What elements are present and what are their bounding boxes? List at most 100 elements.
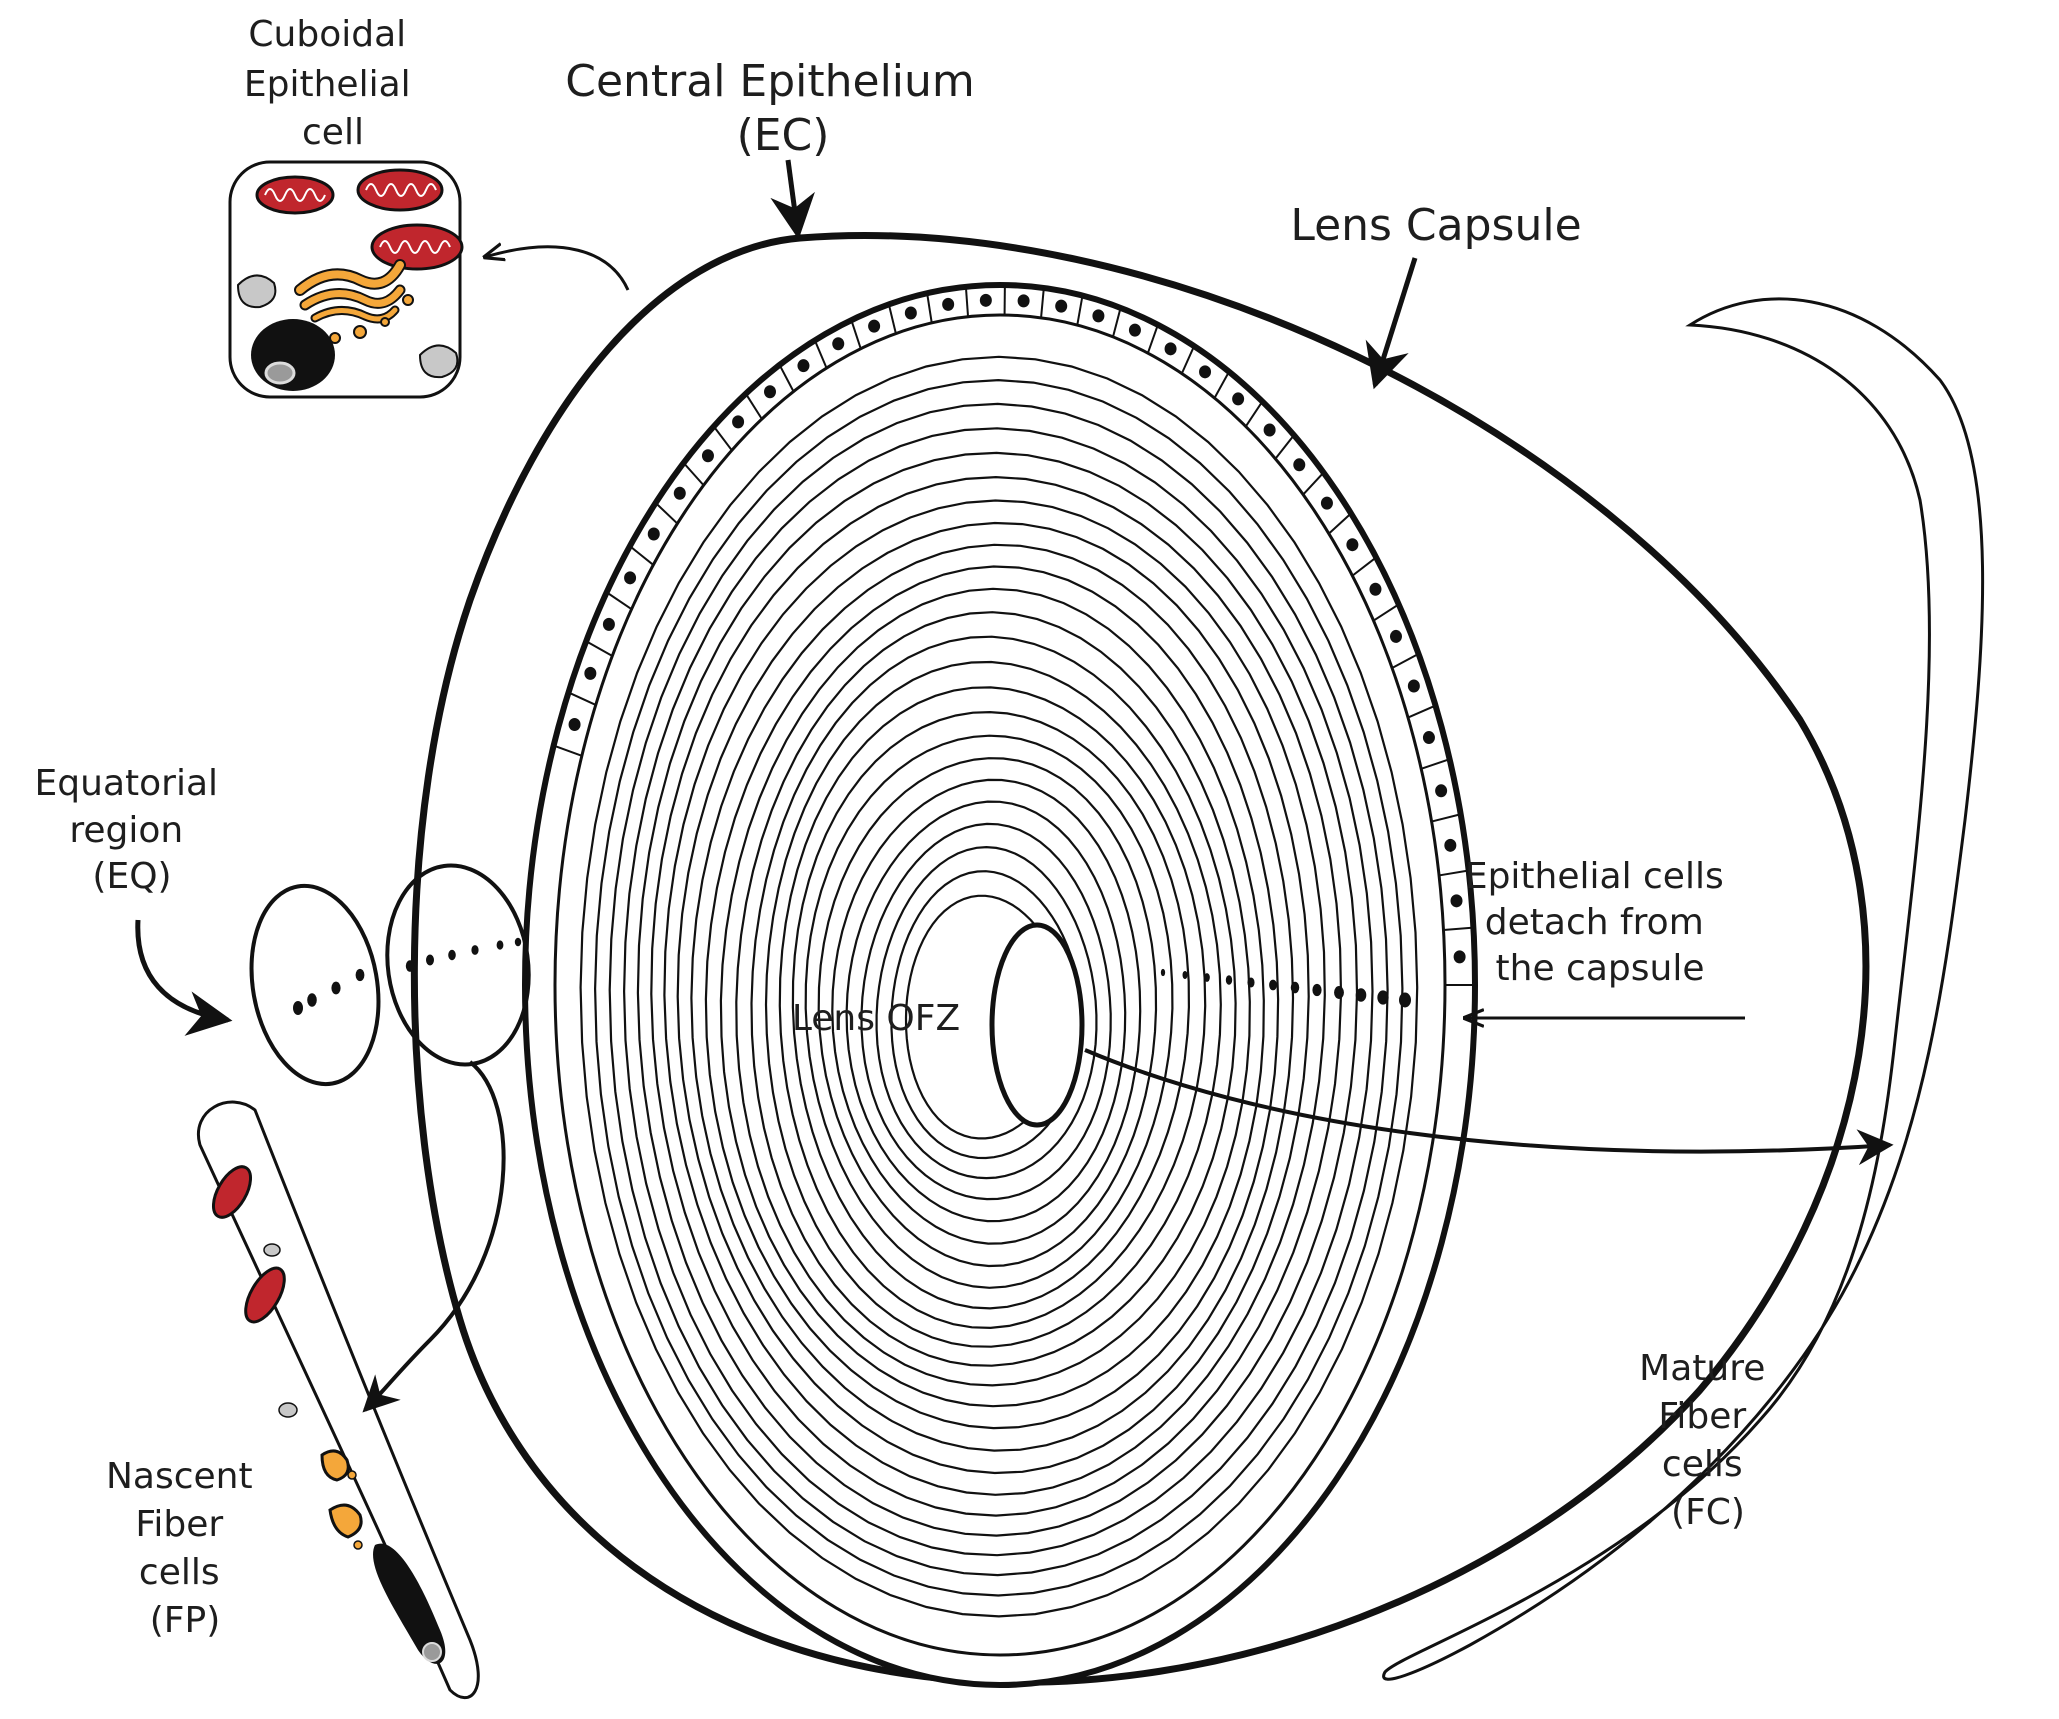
epithelial-cell-divider [585,640,613,657]
mitochondrion-icon [255,175,335,215]
epithelial-nucleus [602,617,615,631]
fiber-contour [890,870,1084,1160]
equatorial-nucleus [514,937,522,947]
epithelial-cell-divider [887,304,897,334]
vesicle-icon [278,1402,298,1418]
epithelial-nucleus [1092,309,1105,323]
mature-fiber-label: Mature Fiber cells (FC) [1639,1348,1777,1533]
epithelial-nucleus [1199,365,1212,379]
fiber-contour [636,451,1359,1537]
epithelial-cell-divider [1180,345,1196,374]
arrow-to-cuboidal-cell [485,247,630,291]
equatorial-nucleus [496,940,504,950]
epithelial-cell-divider [1431,813,1461,823]
detaching-nucleus [1312,983,1322,997]
epithelial-cell-divider [1302,471,1325,496]
epithelial-nucleus [904,306,917,320]
nascent-label-line2: Fiber [135,1504,223,1545]
epithelial-nucleus [1263,423,1276,437]
epithelial-nucleus [1407,679,1420,693]
detach-label-line2: detach from [1485,902,1704,943]
mature-label-line1: Mature [1639,1348,1765,1389]
epithelial-nucleus [584,666,597,680]
epithelial-cell-divider [712,425,733,451]
fiber-contour [608,402,1389,1577]
vesicle-icon [236,274,277,309]
fiber-contour [704,565,1280,1430]
golgi-apparatus-icon [320,1449,363,1550]
epithelial-nucleus [701,449,714,463]
epithelial-cell-divider [568,691,597,706]
epithelial-nucleus [764,385,776,399]
epithelial-cell-divider [1420,758,1450,770]
epithelial-nucleus [1055,299,1068,313]
epithelial-nucleus [1435,784,1448,798]
epithelial-cell-divider [1328,512,1352,535]
lens-ofz-ellipse [989,922,1085,1128]
epithelial-nucleus [568,717,581,731]
equatorial-zoom-ellipse-outer [249,883,381,1087]
fiber-contour [845,800,1127,1223]
lens-capsule-label: Lens Capsule [1290,200,1581,251]
fiber-contour [791,710,1191,1310]
epithelial-cell-divider [1213,371,1230,399]
epithelial-cell-divider [1438,869,1469,877]
epithelial-nucleus [1444,838,1457,852]
fiber-contour [778,686,1207,1330]
equatorial-nucleus [307,993,317,1007]
epithelial-cell-divider [1244,400,1264,428]
epithelial-cell-divider [813,339,828,369]
epithelial-cell-divider [629,545,654,566]
mitochondrion-icon [211,1165,253,1219]
nascent-label-line1: Nascent [106,1456,253,1497]
epithelial-nucleus [1422,731,1435,745]
epithelial-nucleus [942,297,955,311]
fiber-contour [750,635,1237,1367]
epithelial-nucleus [868,319,881,333]
epithelial-cell-divider [1391,652,1419,669]
equatorial-nucleus [293,1001,303,1015]
epithelial-nucleus [673,486,686,500]
mature-label-line2: Fiber [1658,1396,1746,1437]
epithelial-cell-divider [926,293,933,324]
epithelial-nucleus [1232,392,1245,406]
detaching-nucleus [1377,990,1389,1005]
fiber-contour [650,475,1343,1517]
epithelial-cell-divider [1372,603,1400,622]
equatorial-label-line3: (EQ) [92,856,171,897]
epithelial-cell-divider [1351,556,1377,577]
epithelial-nucleus [732,415,745,429]
fiber-contour [719,587,1265,1408]
fiber-contour [804,734,1174,1289]
epithelial-cell-divider [1274,434,1295,460]
equatorial-nucleus [448,949,456,961]
vesicle-icon [418,344,459,379]
epithelial-nucleus [797,359,810,373]
fiber-contour [676,521,1310,1475]
mitochondrion-icon [356,168,444,212]
detaching-nucleus [1160,968,1166,977]
nascent-label-line3: cells [139,1552,220,1593]
mature-label-line3: cells [1662,1444,1743,1485]
central-epithelium-label: Central Epithelium (EC) [565,56,989,161]
cuboidal-label: Cuboidal Epithelial cell [244,14,422,153]
nascent-label-line4: (FP) [150,1600,221,1641]
epithelial-nucleus [1450,894,1463,908]
fiber-contour [735,611,1251,1387]
detach-label: Epithelial cells detach from the capsule [1465,856,1735,989]
fiber-contour [875,845,1098,1180]
cuboidal-label-line1: Cuboidal [248,14,406,55]
mature-label-line4: (FC) [1671,1492,1745,1533]
arrow-to-nascent-fiber [362,1060,506,1413]
epithelial-cell-divider [682,462,705,486]
nascent-fiber-cell [196,1100,480,1700]
epithelial-cell-divider [1443,926,1474,932]
epithelial-cell-divider [778,364,795,392]
mitochondrion-icon [370,223,464,271]
epithelial-nucleus [979,293,992,307]
fiber-contour [663,499,1326,1496]
arrow-lens-capsule [1365,257,1418,390]
epithelial-nucleus [1346,538,1359,552]
detaching-nucleus [1399,992,1411,1008]
